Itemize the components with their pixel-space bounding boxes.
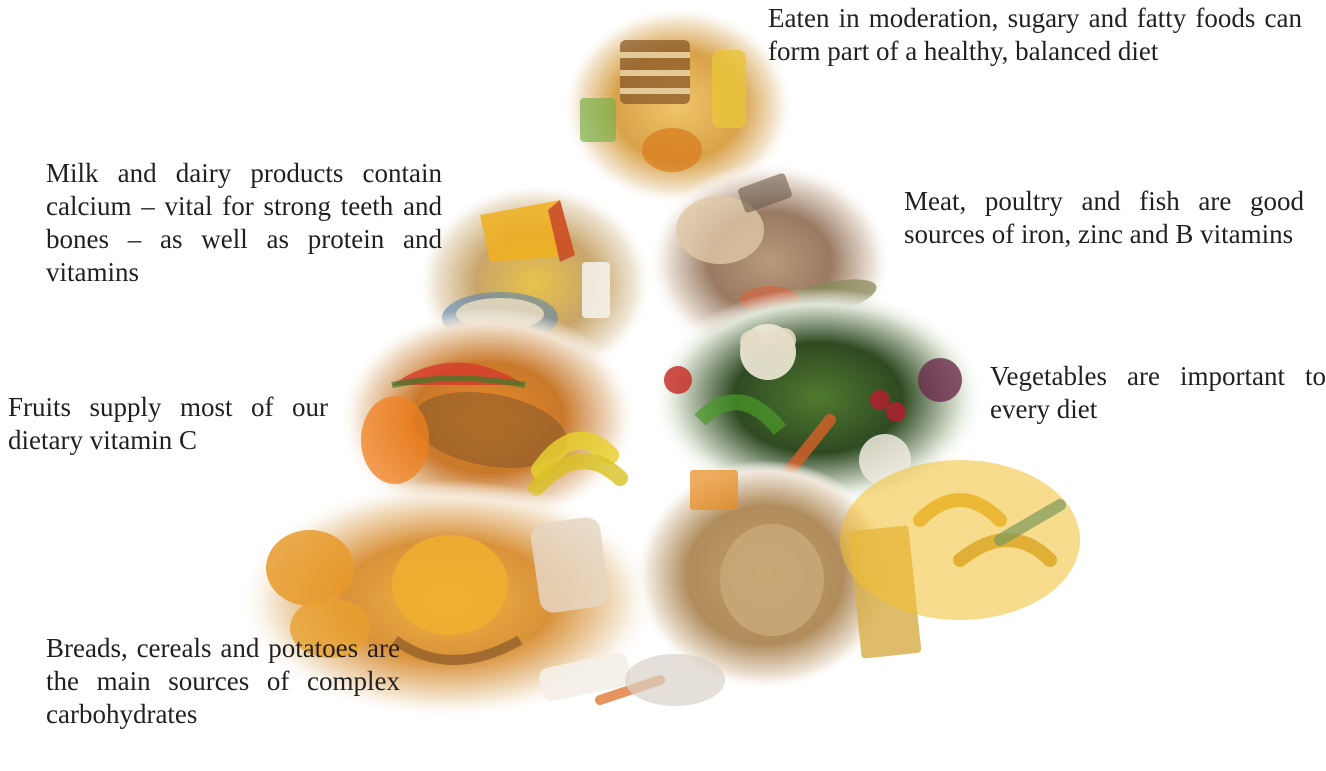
caption-breads-cereals: Breads, cereals and potatoes are the mai… <box>46 632 400 731</box>
caption-vegetables: Vegetables are important to every diet <box>990 360 1326 426</box>
caption-sugary-fatty-foods: Eaten in moderation, sugary and fatty fo… <box>768 2 1302 68</box>
caption-fruits: Fruits supply most of our dietary vitami… <box>8 391 328 457</box>
caption-dairy: Milk and dairy products contain calcium … <box>46 157 442 289</box>
caption-meat-poultry-fish: Meat, poultry and fish are good sources … <box>904 185 1304 251</box>
